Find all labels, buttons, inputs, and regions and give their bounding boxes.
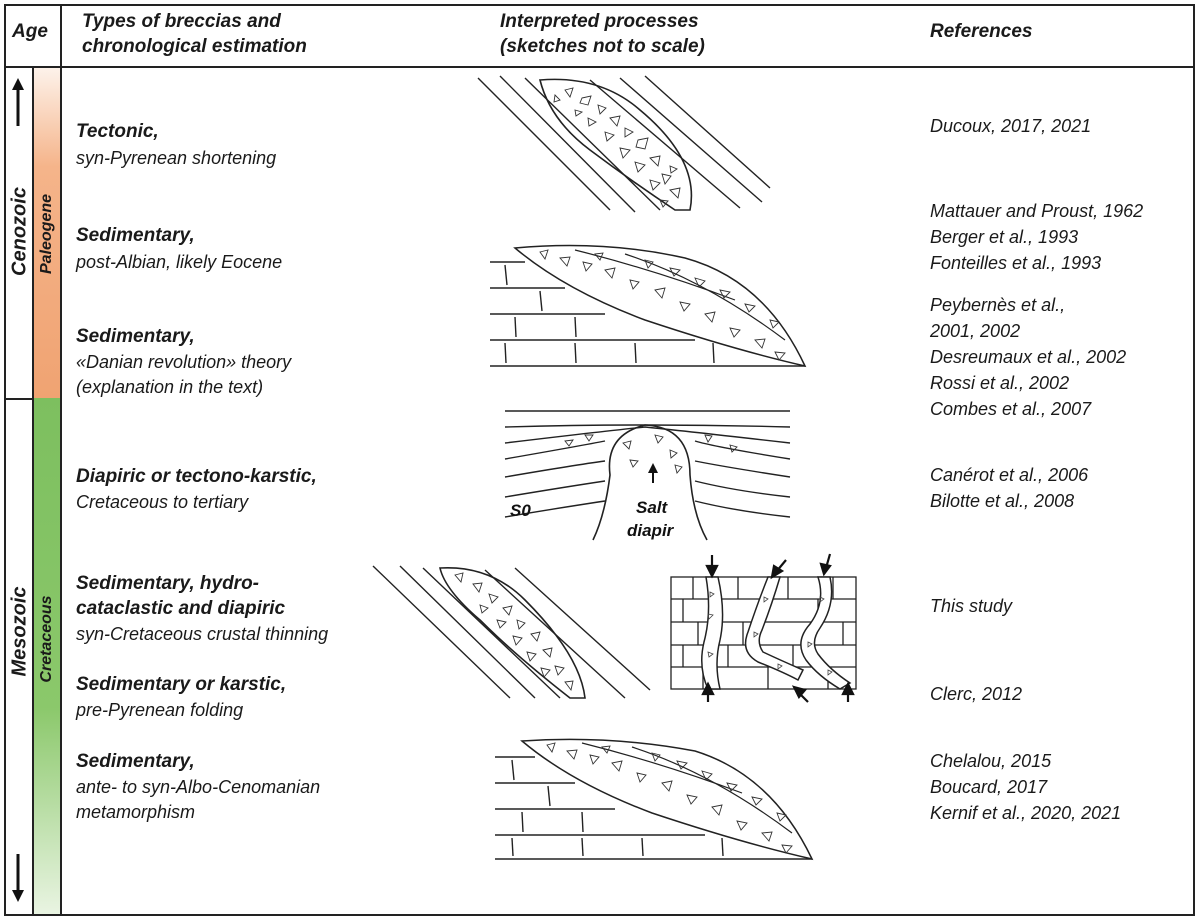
- row5-title-line1: Sedimentary, hydro-: [76, 573, 260, 594]
- era-label-mesozoic: Mesozoic: [8, 586, 31, 677]
- sedimentary-breccia-sketch-bottom: [495, 738, 814, 861]
- row7-subtitle-line1: ante- to syn-Albo-Cenomanian: [76, 777, 321, 797]
- karstic-veins-sketch: [670, 553, 857, 703]
- header-divider: [4, 66, 1195, 68]
- age-column-divider: [60, 4, 62, 916]
- header-types-line1: Types of breccias and: [82, 11, 281, 32]
- sedimentary-breccia-sketch-top: [490, 244, 807, 368]
- row1-subtitle: syn-Pyrenean shortening: [76, 148, 277, 168]
- ref-canerot: Canérot et al., 2006: [930, 465, 1089, 485]
- header-types-line2: chronological estimation: [82, 36, 307, 57]
- ref-mattauer: Mattauer and Proust, 1962: [930, 201, 1144, 221]
- ref-desreumaux: Desreumaux et al., 2002: [930, 347, 1127, 367]
- period-label-cretaceous: Cretaceous: [38, 595, 55, 683]
- time-arrow-down-icon: [12, 854, 24, 902]
- ref-ducoux: Ducoux, 2017, 2021: [930, 116, 1092, 136]
- row5-subtitle: syn-Cretaceous crustal thinning: [76, 624, 329, 644]
- row7-subtitle-line2: metamorphism: [76, 802, 196, 822]
- ref-kernif: Kernif et al., 2020, 2021: [930, 803, 1122, 823]
- ref-this-study: This study: [930, 596, 1013, 616]
- period-label-paleogene: Paleogene: [38, 193, 55, 275]
- era-label-cenozoic: Cenozoic: [8, 187, 31, 276]
- salt-diapir-sketch: Salt diapir S0: [504, 410, 791, 541]
- row7-title: Sedimentary,: [76, 751, 195, 772]
- salt-diapir-label-line2: diapir: [627, 521, 675, 540]
- row3-title: Sedimentary,: [76, 326, 195, 347]
- ref-clerc: Clerc, 2012: [930, 684, 1023, 704]
- ref-fonteilles: Fonteilles et al., 1993: [930, 253, 1102, 273]
- row4-title: Diapiric or tectono-karstic,: [76, 466, 317, 487]
- ref-combes: Combes et al., 2007: [930, 399, 1092, 419]
- ref-chelalou: Chelalou, 2015: [930, 751, 1052, 771]
- row6-subtitle: pre-Pyrenean folding: [76, 700, 244, 720]
- s0-label: S0: [510, 501, 531, 520]
- cretaceous-bar: [34, 398, 60, 914]
- row3-subtitle-line1: «Danian revolution» theory: [76, 352, 292, 372]
- header-age: Age: [12, 21, 48, 42]
- hydrocataclastic-breccia-sketch: [372, 565, 651, 699]
- salt-diapir-label-line1: Salt: [636, 498, 669, 517]
- ref-peybernes-line1: Peybernès et al.,: [930, 295, 1066, 315]
- header-processes-line1: Interpreted processes: [500, 11, 699, 32]
- tectonic-breccia-sketch: [477, 75, 771, 213]
- row1-title: Tectonic,: [76, 121, 159, 142]
- table-frame: [4, 4, 1195, 916]
- breccia-clasts: [553, 87, 681, 208]
- row2-title: Sedimentary,: [76, 225, 195, 246]
- time-arrow-up-icon: [12, 78, 24, 126]
- paleogene-bar: [34, 68, 60, 398]
- era-column-divider: [32, 68, 34, 914]
- ref-peybernes-line2: 2001, 2002: [930, 321, 1021, 341]
- row3-subtitle-line2: (explanation in the text): [76, 377, 264, 397]
- row4-subtitle: Cretaceous to tertiary: [76, 492, 249, 512]
- ref-boucard: Boucard, 2017: [930, 777, 1048, 797]
- row6-title: Sedimentary or karstic,: [76, 674, 287, 695]
- ref-berger: Berger et al., 1993: [930, 227, 1079, 247]
- row2-subtitle: post-Albian, likely Eocene: [76, 252, 283, 272]
- row5-title-line2: cataclastic and diapiric: [76, 598, 286, 619]
- header-processes-line2: (sketches not to scale): [500, 36, 705, 57]
- ref-rossi: Rossi et al., 2002: [930, 373, 1070, 393]
- header-references: References: [930, 21, 1033, 42]
- era-boundary: [4, 398, 34, 400]
- ref-bilotte: Bilotte et al., 2008: [930, 491, 1075, 511]
